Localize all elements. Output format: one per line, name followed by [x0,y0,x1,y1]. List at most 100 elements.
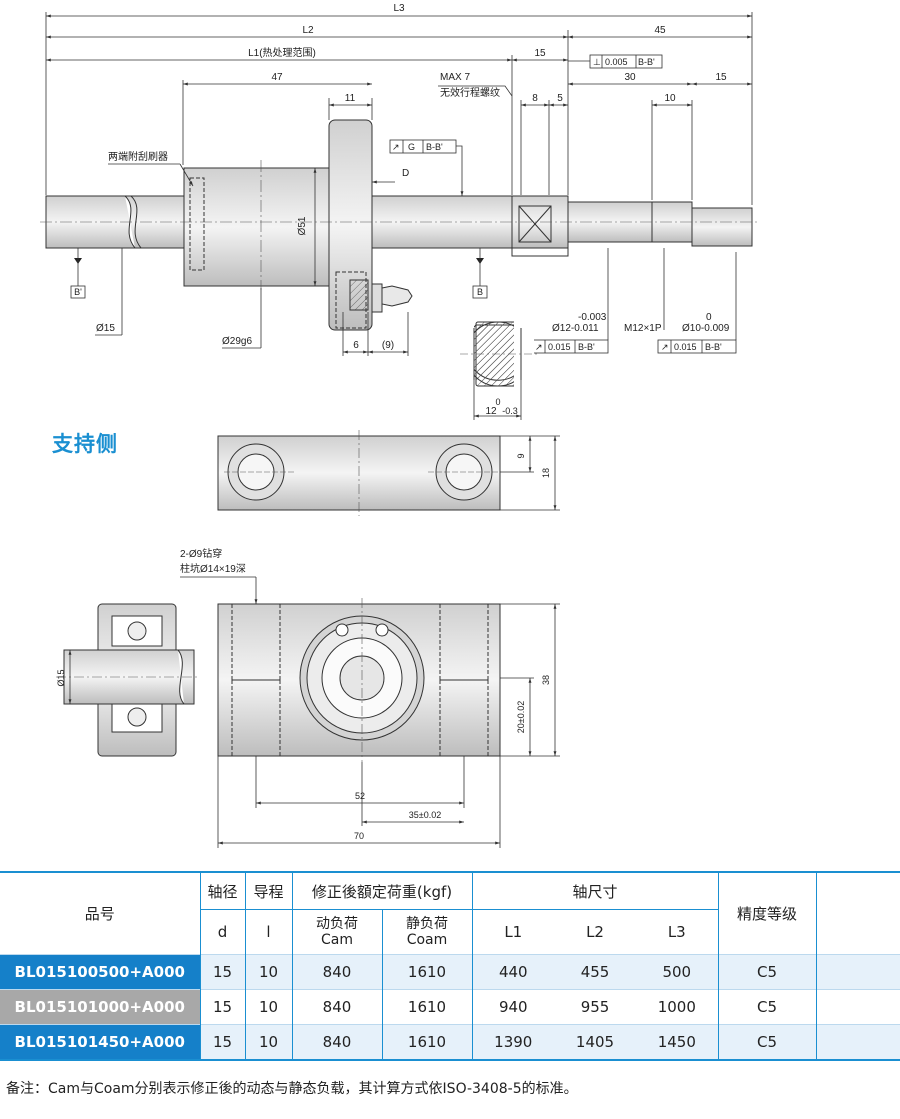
dim-phi51: Ø51 [297,216,308,235]
svg-text:0.015: 0.015 [548,342,571,352]
header-L3: L3 [667,923,686,941]
cell-L3: 500 [636,954,719,990]
technical-drawing: L3 L2 45 L1(热处理范围) 15 47 MAX 7 无效行程螺纹 30… [40,3,760,848]
cell-L1: 1390 [471,1024,555,1060]
header-L1: L1 [471,909,555,955]
tol-12-lower: -0.3 [502,406,518,416]
support-side-view [63,603,195,757]
dim-45: 45 [654,25,666,36]
tol-upper-10: 0 [706,312,712,323]
header-l: l [244,909,292,955]
part-number: BL015101450+A000 [0,1024,200,1060]
dim-phi15-shaft: Ø15 [96,323,115,334]
dim-max7: MAX 7 [440,72,470,83]
cell-blank [815,989,900,1025]
dim-30: 30 [624,72,636,83]
cell-cam: 840 [291,954,382,990]
perpendicular-icon: ⊥ [593,57,601,67]
header-d: d [199,909,245,955]
dim-phi12: Ø12-0.011 [552,323,599,334]
cell-L3: 1450 [636,1024,719,1060]
table-row: BL015100500+A000 15 10 840 1610 440 455 … [0,954,900,990]
support-dim-9: 9 [516,453,526,458]
cell-L2: 955 [554,989,637,1025]
support-dim-52: 52 [355,791,365,801]
cell-l: 10 [244,1024,292,1060]
label-counterbore: 柱坑Ø14×19深 [180,562,246,575]
table-row: BL015101000+A000 15 10 840 1610 940 955 … [0,989,900,1025]
cell-l: 10 [244,954,292,990]
cell-coam: 1610 [381,989,473,1025]
dim-8: 8 [532,93,538,104]
dim-L1: L1(热处理范围) [248,46,316,59]
cell-blank [815,1024,900,1060]
support-dim-70: 70 [354,831,364,841]
dim-11: 11 [345,93,356,104]
svg-text:B-B': B-B' [705,342,722,352]
cell-cam: 840 [291,1024,382,1060]
header-lead: 导程 [244,872,292,910]
header-L2: L2 [586,923,604,941]
dim-5: 5 [557,93,563,104]
tol-runout-value: G [408,142,415,152]
datum-b-prime: B' [70,248,86,299]
runout-icon: ↗ [535,342,543,352]
header-part-no: 品号 [84,905,115,923]
tol-frame-runout-10: ↗ 0.015 B-B' [657,339,737,354]
dim-47: 47 [271,72,283,83]
cell-d: 15 [199,1024,245,1060]
dim-phi10: Ø10-0.009 [682,323,730,334]
cell-coam: 1610 [381,954,473,990]
datum-b: B [472,248,488,299]
tol-frame-perpendicularity: ⊥ 0.005 B-B' [568,54,663,69]
dim-12-width: 12 [485,406,497,417]
label-m12: M12×1P [624,323,662,334]
support-dim-35: 35±0.02 [409,810,441,820]
cell-blank [815,954,900,990]
runout-icon: ↗ [661,342,669,352]
cell-cam: 840 [291,989,382,1025]
dim-15-b: 15 [715,72,727,83]
label-holes: 2-Ø9钻穿 [180,547,222,560]
cell-grade: C5 [717,989,817,1025]
svg-text:B': B' [74,287,82,297]
dim-L2: L2 [302,25,314,36]
table-row: BL015101450+A000 15 10 840 1610 1390 140… [0,1024,900,1060]
cell-grade: C5 [717,1024,817,1060]
footnote: 备注：Cam与Coam分别表示修正後的动态与静态负载，其计算方式依ISO-340… [6,1081,578,1097]
svg-text:B-B': B-B' [578,342,595,352]
part-number: BL015100500+A000 [0,954,200,990]
tol-12-upper: 0 [495,397,500,407]
header-blank [815,872,900,955]
header-load: 修正後額定荷重(kgf) [291,872,473,910]
header-dims: 轴尺寸 [471,872,719,910]
cell-d: 15 [199,989,245,1025]
cell-L2: 1405 [554,1024,637,1060]
cell-L1: 940 [471,989,555,1025]
dim-L3: L3 [393,3,405,14]
support-dim-38: 38 [541,675,551,685]
shaft-cross-section [460,321,540,387]
cell-L1: 440 [471,954,555,990]
part-number: BL015101000+A000 [0,989,200,1025]
header-shaft-dia: 轴径 [199,872,245,910]
runout-icon: ↗ [392,142,400,152]
dim-9: (9) [382,340,394,351]
tol-frame-runout-g: ↗ G B-B' [389,139,464,196]
cell-L2: 455 [554,954,637,990]
svg-text:B: B [477,287,483,297]
support-front-view [217,603,501,757]
cell-d: 15 [199,954,245,990]
svg-text:0.015: 0.015 [674,342,697,352]
label-wiper: 两端附刮刷器 [108,150,168,163]
tol-perp-value: 0.005 [605,57,628,67]
support-dim-phi15: Ø15 [56,669,66,686]
tol-runout-datum: B-B' [426,142,443,152]
support-dim-20: 20±0.02 [516,701,526,733]
tol-upper-12: -0.003 [578,312,607,323]
cell-coam: 1610 [381,1024,473,1060]
dim-6: 6 [353,340,359,351]
